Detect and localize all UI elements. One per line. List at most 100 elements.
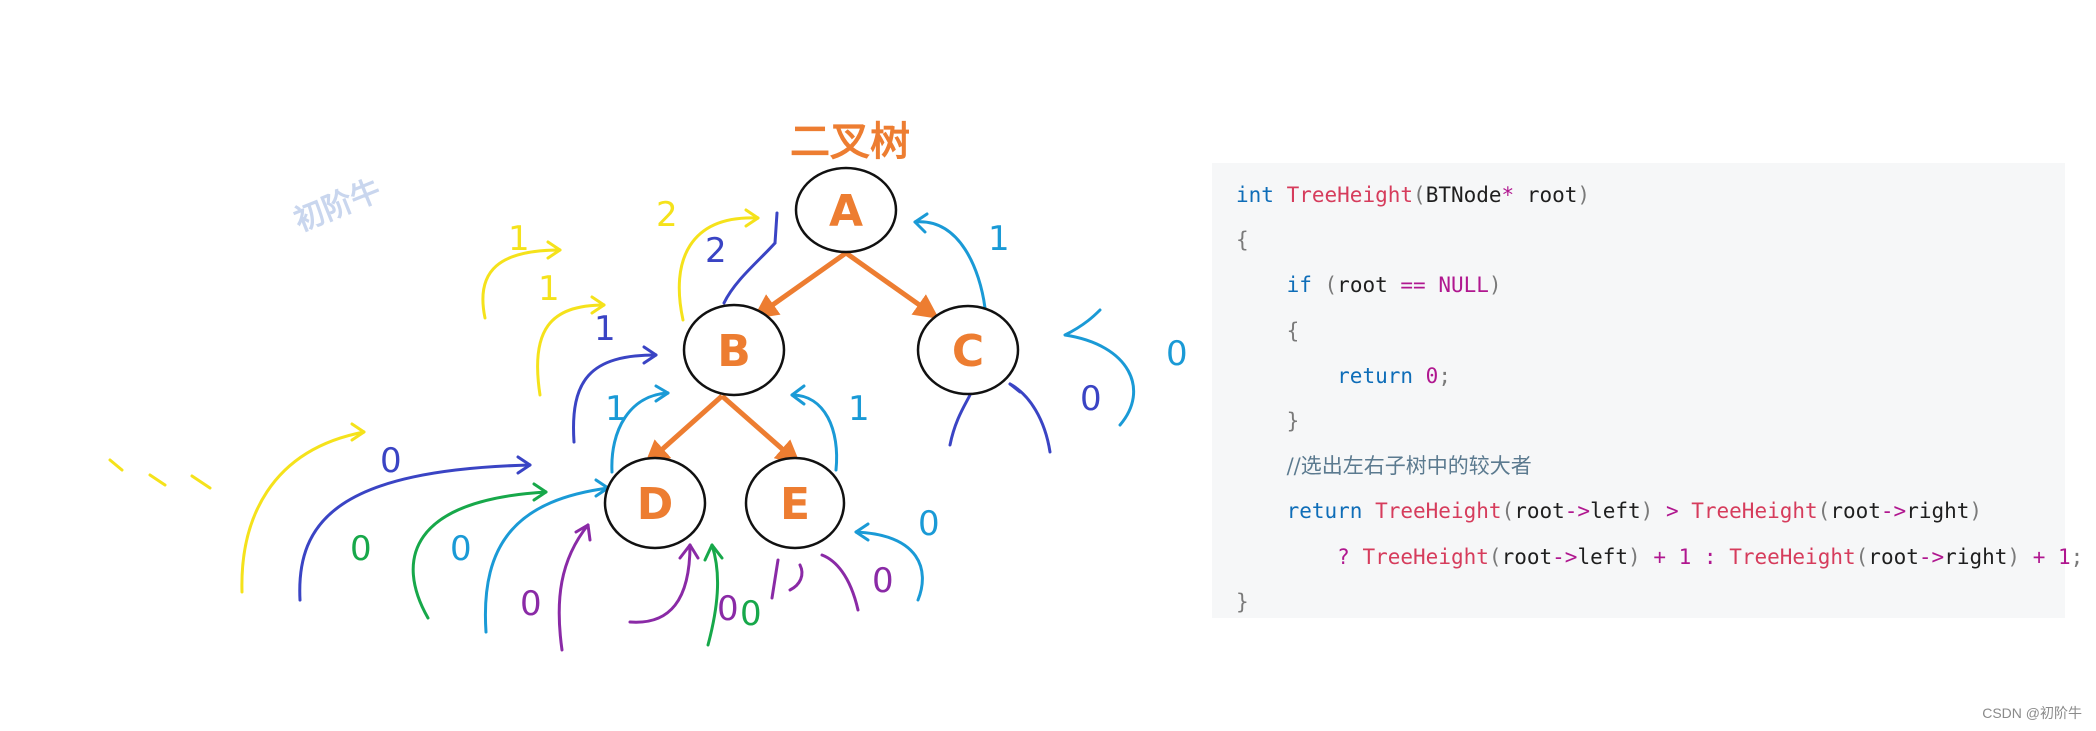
code-line: ? TreeHeight(root->left) + 1 : TreeHeigh… (1236, 535, 2083, 580)
code-token: ( (1501, 499, 1515, 524)
green-arrow (411, 490, 548, 620)
code-token: BTNode (1425, 183, 1502, 207)
cyan-arrow-head (854, 522, 870, 542)
code-token: TreeHeight (1691, 499, 1818, 524)
yellow-arrow-head (744, 208, 760, 228)
code-token (1236, 545, 1337, 569)
code-token: * (1501, 183, 1515, 207)
blue-stroke (773, 211, 779, 245)
green-annotations (411, 482, 724, 647)
node-circle (794, 166, 898, 254)
code-token: return (1337, 363, 1414, 388)
code-token: -> (1552, 544, 1578, 569)
code-token: ( (1413, 183, 1426, 207)
cyan-arrow (610, 391, 670, 474)
code-token: ) (1488, 273, 1502, 298)
purple-stroke (820, 553, 860, 612)
watermark: 初阶牛 (290, 173, 387, 239)
blue-digit: 0 (1080, 379, 1102, 419)
code-token: ( (1855, 544, 1869, 569)
code-token: ) (2007, 544, 2021, 569)
code-token: { (1286, 318, 1300, 343)
cyan-digit: 0 (450, 529, 472, 569)
purple-arrow-head (678, 543, 700, 560)
yellow-digit: 2 (656, 195, 678, 235)
code-token: TreeHeight (1729, 544, 1856, 569)
code-line: return 0; (1236, 354, 2065, 399)
green-arrow-head (532, 482, 548, 502)
cyan-arrow (1063, 308, 1136, 427)
blue-digit: 1 (594, 309, 616, 349)
code-token: TreeHeight (1362, 544, 1489, 569)
cyan-digit: 1 (848, 389, 870, 429)
code-block: int TreeHeight(BTNode* root) { if (root … (1212, 163, 2083, 618)
code-token: root (1514, 183, 1578, 207)
code-token (1236, 499, 1287, 523)
purple-digit: 0 (717, 589, 739, 629)
purple-digit: 0 (872, 561, 894, 601)
cyan-arrow (854, 530, 924, 602)
code-token (1236, 273, 1287, 297)
green-arrow (706, 543, 720, 647)
code-token: ) (1640, 499, 1654, 524)
blue-arrow (298, 463, 532, 602)
cyan-arrow-head (913, 212, 929, 234)
cyan-digit: 0 (918, 504, 940, 544)
yellow-arrow-head (546, 240, 562, 260)
code-line: int TreeHeight(BTNode* root) (1236, 173, 2065, 218)
yellow-dashes (108, 458, 212, 490)
cyan-arrow-head (654, 384, 670, 403)
yellow-arrow (677, 216, 760, 322)
code-token (1236, 409, 1287, 433)
cyan-arrow (913, 220, 987, 310)
code-token: root (1868, 544, 1919, 569)
code-token: TreeHeight (1286, 183, 1414, 207)
yellow-arrow-head (350, 422, 366, 442)
yellow-annotations (108, 208, 760, 594)
tree-edges (644, 250, 940, 466)
blue-stroke (1008, 382, 1022, 394)
node-label: B (717, 326, 751, 377)
yellow-digit: 1 (538, 269, 560, 309)
tree-node-e: E (744, 456, 846, 550)
code-line: } (1236, 399, 2065, 444)
code-token (1236, 364, 1337, 388)
code-token: right (1944, 544, 2008, 569)
code-token (1362, 499, 1375, 523)
yellow-digit: 1 (508, 219, 530, 259)
yellow-arrow (536, 303, 606, 397)
code-token (1236, 454, 1287, 478)
tree-node-a: A (794, 166, 898, 254)
code-token: return (1286, 499, 1363, 524)
blue-arrow (572, 353, 658, 444)
code-token: } (1236, 589, 1249, 614)
code-token: -> (1880, 499, 1907, 524)
purple-arrow (628, 543, 692, 624)
cyan-digit: 0 (1166, 334, 1188, 374)
code-token: int (1236, 183, 1274, 207)
node-label: E (780, 479, 810, 530)
cyan-digit: 1 (605, 389, 627, 429)
code-token: 1 (2057, 544, 2071, 569)
footer-credit: CSDN @初阶牛 (1982, 705, 2082, 721)
cyan-arrow (790, 393, 839, 472)
code-line: { (1236, 218, 2065, 263)
blue-stroke (722, 241, 777, 305)
node-circle (916, 304, 1020, 396)
code-line: return TreeHeight(root->left) > TreeHeig… (1236, 489, 2065, 534)
code-token: > (1653, 499, 1692, 524)
green-digit: 0 (740, 594, 762, 634)
code-token (1426, 273, 1439, 297)
cyan-annotations (483, 212, 1136, 634)
code-token: ) (1577, 183, 1591, 207)
code-token (1413, 364, 1426, 388)
code-token (1274, 183, 1287, 207)
diagram-title: 二叉树 (790, 119, 910, 165)
code-token: 1 (1678, 544, 1692, 569)
code-token: 0 (1425, 363, 1439, 388)
purple-arrow-head (574, 523, 592, 542)
code-token: -> (1564, 499, 1591, 524)
code-token: ; (2070, 544, 2084, 569)
